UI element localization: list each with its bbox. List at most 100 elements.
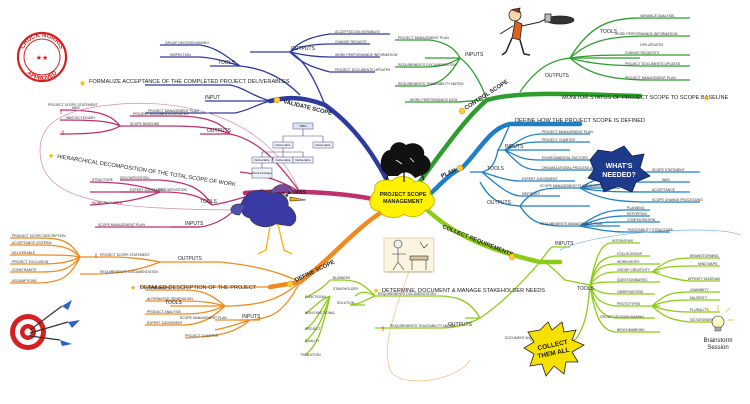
leaf-item[interactable]: STRUCTURE [92,178,114,182]
leaf-item[interactable]: SCOPE MANAGEMENT PLAN [180,316,227,320]
leaf-item[interactable]: TRACEABILITY STRUCTURE [627,228,674,232]
leaf-item[interactable]: WBS [662,178,670,182]
leaf-item[interactable]: PROJECT SCOPE STATEMENT [48,103,98,107]
center-node[interactable]: PROJECT SCOPE MANAGEMENT [369,176,435,219]
leaf-item[interactable]: FOCUS GROUP [617,252,643,256]
validate-input-header[interactable]: INPUT [205,95,220,101]
leaf-item[interactable]: ASSUMPTIONS [12,279,37,283]
define-tools-header[interactable]: TOOLS [165,300,183,306]
leaf-item[interactable]: PROTOTYPES [617,302,641,306]
leaf-item[interactable]: AFFINITY DIAGRAM [688,277,720,281]
leaf-item[interactable]: OBSERVATIONS [617,290,644,294]
leaf-item[interactable]: WORKSHOPS [147,286,170,290]
leaf-item[interactable]: PROJECT DOCUMENTS UPDATES [133,112,189,116]
leaf-item[interactable]: BENCHMARKING [617,328,645,332]
leaf-item[interactable]: CHANGE REQUESTS [625,51,660,55]
leaf-item[interactable]: DOCUMENT ANALYSIS [505,336,542,340]
leaf-item[interactable]: QUESTIONNAIRES [617,278,648,282]
leaf-item[interactable]: OPA UPDATES [640,43,664,47]
define-inputs-header[interactable]: INPUTS [242,314,261,320]
leaf-item[interactable]: ACCEPTED DELIVERABLES [335,30,381,34]
leaf-item[interactable]: INSPECTION [170,53,191,57]
leaf-item[interactable]: SOLUTION [337,301,355,305]
control-inputs-header[interactable]: INPUTS [465,52,484,58]
collect-outputs-header[interactable]: OUTPUTS [448,322,473,328]
leaf-item[interactable]: PROJECT MANAGEMENT PLAN [148,109,199,113]
leaf-item[interactable]: VARIANCE ANALYSIS [640,14,675,18]
leaf-item[interactable]: ACCEPTANCE CRITERIA [12,241,52,245]
leaf-item[interactable]: SCOPE MANAGEMENT PLAN [98,223,145,227]
leaf-item[interactable]: PROJECT SCOPE STATEMENT [100,253,150,257]
leaf-item[interactable]: GROUP CREATIVITY [617,268,651,272]
control-outputs-header[interactable]: OUTPUTS [545,73,570,79]
plan-tools-header[interactable]: TOOLS [487,166,505,172]
define-outputs-header[interactable]: OUTPUTS [178,256,203,262]
leaf-item[interactable]: CONSTRAINTS [12,268,37,272]
leaf-item[interactable]: PRODUCT ANALYSIS [147,310,182,314]
leaf-item[interactable]: REQUIREMENTS DOCUMENTATION [378,292,436,296]
leaf-item[interactable]: ORGANIZATIONAL PROCESS ASSETS [542,166,604,170]
leaf-item[interactable]: PRODUCT SCOPE DESCRIPTION [12,234,66,238]
leaf-item[interactable]: GROUP DECISION MAKING [165,41,209,45]
create-wbs-inputs-header[interactable]: INPUTS [185,221,204,227]
leaf-item[interactable]: ALTERNATIVE GENERATION [147,297,193,301]
leaf-item[interactable]: PROJECT CHARTER [185,334,219,338]
leaf-item[interactable]: REQUIREMENTS TRACEABILITY MATRIX [390,324,456,328]
control-tools-header[interactable]: TOOLS [600,29,618,35]
leaf-item[interactable]: EXPERT JUDGEMENT [522,177,557,181]
leaf-item[interactable]: PROJECT EXCLUSION [12,260,49,264]
leaf-item[interactable]: WORKSHOPS [617,260,640,264]
leaf-item[interactable]: ACCEPTANCE [652,188,676,192]
create-wbs-label[interactable]: CREATE WBS [268,190,307,196]
leaf-item[interactable]: TRANSITION [300,353,321,357]
leaf-item[interactable]: MIND MAPS [698,262,718,266]
leaf-item[interactable]: WORK PERFORMANCE INFORMATION [615,32,678,36]
leaf-item[interactable]: ENVIRONMENTAL FACTORS [542,156,588,160]
leaf-item[interactable]: PROJECT DOCUMENTS UPDATES [625,62,681,66]
leaf-item[interactable]: WORK PACKAGES [92,201,123,205]
leaf-item[interactable]: WORK PERFORMANCE INFORMATION [335,53,398,57]
leaf-item[interactable]: PLURALITY [690,308,709,312]
leaf-item[interactable]: STAKEHOLDER [333,287,359,291]
collect-inputs-header[interactable]: INPUTS [555,241,574,247]
leaf-item[interactable]: REQUIREMENTS DOCUMENTATION [100,270,158,274]
leaf-item[interactable]: BRAINSTORMING [690,254,719,258]
leaf-item[interactable]: QUALITY [305,339,320,343]
leaf-item[interactable]: PLANNING [627,206,645,210]
leaf-item[interactable]: PROJECT DOCUMENTS UPDATES [335,68,391,72]
leaf-item[interactable]: REPORTING [627,212,647,216]
leaf-item[interactable]: SCOPE BASELINE [130,122,160,126]
leaf-item[interactable]: NON-FUNCTIONAL [305,311,335,315]
plan-inputs-header[interactable]: INPUTS [505,144,524,150]
leaf-item[interactable]: DECOMPOSITION [120,176,149,180]
leaf-item[interactable]: GROUP DECISION MAKING [600,315,644,319]
leaf-item[interactable]: DECOMPOSITION [158,188,187,192]
leaf-item[interactable]: FUNCTIONAL [305,295,327,299]
leaf-item[interactable]: INTERVIEWS [612,239,634,243]
leaf-item[interactable]: SCOPE CHANGE PROCESSING [652,198,703,202]
plan-outputs-header[interactable]: OUTPUTS [487,200,512,206]
create-wbs-tools-header[interactable]: TOOLS [200,199,218,205]
collect-label[interactable]: COLLECT REQUIREMENTS [441,224,514,258]
validate-tools-header[interactable]: TOOLS [218,60,236,66]
validate-outputs-header[interactable]: OUTPUTS [291,46,316,52]
leaf-item[interactable]: REQUIREMENTS DOCUMENTATION [398,63,456,67]
leaf-item[interactable]: REQUIREMENTS MANAGEMENT PLAN [540,222,603,226]
leaf-item[interactable]: BUSINESS [333,276,351,280]
leaf-item[interactable]: CHANGE REQUEST [335,40,367,44]
leaf-item[interactable]: PROJECT MANAGEMENT PLAN [625,76,676,80]
leaf-item[interactable]: WORK PERFORMANCE DATA [410,98,458,102]
leaf-item[interactable]: WBS DICTIONARY [66,116,96,120]
leaf-item[interactable]: UNANIMITY [690,288,709,292]
leaf-item[interactable]: SCOPE STATEMENT [652,168,685,172]
leaf-item[interactable]: EXPERT JUDGEMENT [130,188,165,192]
leaf-item[interactable]: PROJECT MANAGEMENT PLAN [398,36,449,40]
collect-tools-header[interactable]: TOOLS [577,286,595,292]
leaf-item[interactable]: MEETINGS [522,192,540,196]
leaf-item[interactable]: REQUIREMENTS TRACEABILITY MATRIX [398,82,464,86]
create-wbs-outputs-header[interactable]: OUTPUTS [207,128,232,134]
leaf-item[interactable]: MAJORITY [690,296,708,300]
leaf-item[interactable]: EXPERT JUDGEMENT [147,321,182,325]
leaf-item[interactable]: WBS [72,106,80,110]
leaf-item[interactable]: PROJECT MANAGEMENT PLAN [542,130,593,134]
